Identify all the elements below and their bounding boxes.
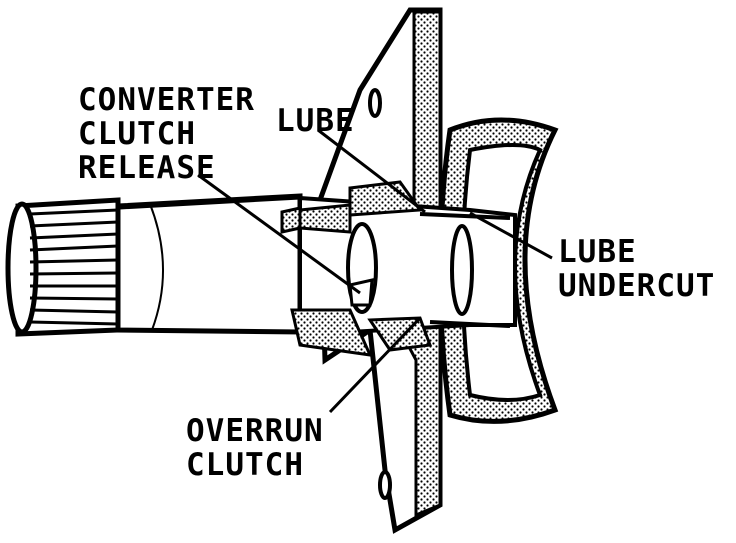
label-line: CLUTCH	[186, 447, 304, 483]
label-converter-clutch-release: CONVERTER CLUTCH RELEASE	[78, 83, 255, 185]
label-line: CLUTCH	[78, 116, 196, 152]
label-line: CONVERTER	[78, 82, 255, 118]
label-lube: LUBE	[276, 104, 355, 138]
label-line: LUBE	[558, 234, 637, 270]
leader-overrun-clutch	[328, 316, 422, 414]
label-overrun-clutch: OVERRUN CLUTCH	[186, 414, 324, 482]
leader-lines	[197, 128, 553, 414]
leader-converter-clutch-release	[197, 173, 361, 295]
spline-end	[5, 197, 121, 337]
shaft-bore	[280, 180, 517, 357]
shaft	[115, 193, 303, 335]
label-line: UNDERCUT	[558, 268, 716, 304]
label-line: OVERRUN	[186, 413, 324, 449]
label-lube-undercut: LUBE UNDERCUT	[558, 235, 715, 303]
label-line: LUBE	[276, 103, 355, 139]
label-line: RELEASE	[78, 150, 216, 186]
leader-lube-undercut	[469, 211, 553, 260]
leader-lube	[317, 128, 426, 214]
